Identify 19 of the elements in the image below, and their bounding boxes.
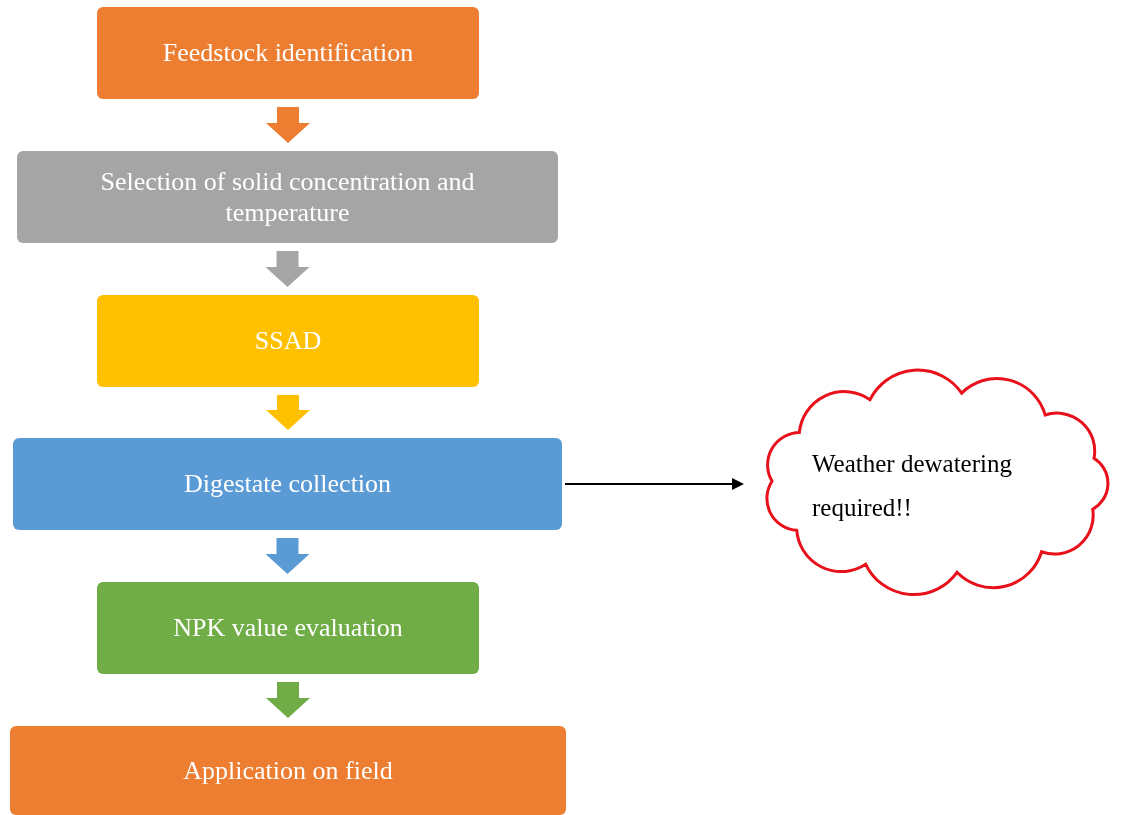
process-box bbox=[10, 726, 566, 815]
process-box bbox=[97, 582, 479, 674]
step-label: Selection of solid concentration and temperature bbox=[99, 165, 476, 229]
step-label: Application on field bbox=[183, 754, 393, 787]
process-box bbox=[13, 438, 562, 530]
block-arrow bbox=[266, 107, 310, 143]
arrow bbox=[564, 478, 744, 490]
block-arrow bbox=[265, 538, 310, 574]
process-box bbox=[97, 295, 479, 387]
step-label: Digestate collection bbox=[183, 468, 392, 500]
block-arrow bbox=[265, 251, 310, 287]
process-box bbox=[17, 151, 558, 243]
cloud-text: Weather dewatering required!! bbox=[812, 449, 1013, 523]
step-label: SSAD bbox=[254, 325, 322, 357]
step-label: Feedstock identification bbox=[162, 37, 414, 69]
process-box bbox=[97, 7, 479, 99]
block-arrow bbox=[266, 682, 310, 718]
step-label: NPK value evaluation bbox=[173, 612, 403, 644]
block-arrow bbox=[266, 395, 310, 430]
